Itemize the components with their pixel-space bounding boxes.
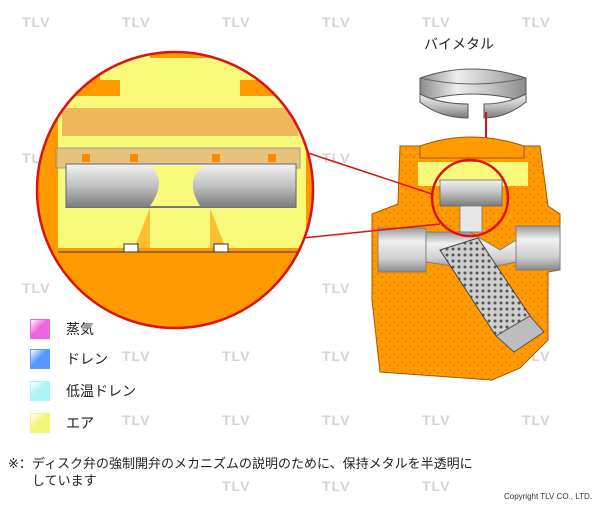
footnote-line-2: しています (32, 474, 97, 489)
detail-callout-small-circle (430, 158, 510, 238)
legend-item-cold-drain: 低温ドレン (30, 380, 136, 402)
zoom-detail (37, 52, 313, 328)
legend-label-air: エア (66, 416, 94, 432)
legend-label-steam: 蒸気 (66, 322, 94, 338)
footnote-line-1: ディスク弁の強制開弁のメカニズムの説明のために、保持メタルを半透明に (31, 457, 473, 472)
callout-line-lower (302, 223, 441, 239)
tlv-watermark: TLV (322, 150, 351, 166)
legend-swatch-drain (30, 349, 50, 369)
tlv-watermark: TLV (22, 280, 51, 296)
tlv-watermark: TLV (222, 478, 251, 494)
tlv-watermark: TLV (322, 14, 351, 30)
footnote-prefix: ※： (8, 457, 32, 472)
legend-swatch-air (30, 413, 50, 433)
zoom-circle-border (35, 50, 315, 330)
tlv-watermark: TLV (22, 14, 51, 30)
tlv-watermark: TLV (222, 348, 251, 364)
tlv-watermark: TLV (322, 478, 351, 494)
tlv-watermark: TLV (222, 14, 251, 30)
tlv-watermark: TLV (122, 412, 151, 428)
copyright: Copyright TLV CO., LTD. (503, 492, 592, 501)
tlv-watermark: TLV (422, 412, 451, 428)
legend-label-drain: ドレン (66, 352, 108, 368)
tlv-watermark: TLV (322, 348, 351, 364)
legend-swatch-cold-drain (30, 381, 50, 401)
tlv-watermark: TLV (522, 14, 551, 30)
tlv-watermark: TLV (322, 280, 351, 296)
tlv-watermark: TLV (422, 14, 451, 30)
legend-item-drain: ドレン (30, 348, 108, 370)
tlv-watermark: TLV (522, 412, 551, 428)
bimetal-label: バイメタル (424, 37, 494, 53)
tlv-watermark: TLV (422, 478, 451, 494)
legend-swatch-steam (30, 319, 50, 339)
legend-item-steam: 蒸気 (30, 318, 94, 340)
legend-item-air: エア (30, 412, 94, 434)
tlv-watermark: TLV (322, 412, 351, 428)
tlv-watermark: TLV (122, 14, 151, 30)
tlv-watermark: TLV (122, 348, 151, 364)
bimetal-ring (419, 68, 527, 119)
legend-label-cold-drain: 低温ドレン (66, 384, 136, 400)
footnote: ※：ディスク弁の強制開弁のメカニズムの説明のために、保持メタルを半透明に してい… (8, 456, 593, 490)
callout-line-upper (304, 151, 433, 195)
steam-trap-section (371, 136, 561, 381)
tlv-watermark: TLV (222, 412, 251, 428)
